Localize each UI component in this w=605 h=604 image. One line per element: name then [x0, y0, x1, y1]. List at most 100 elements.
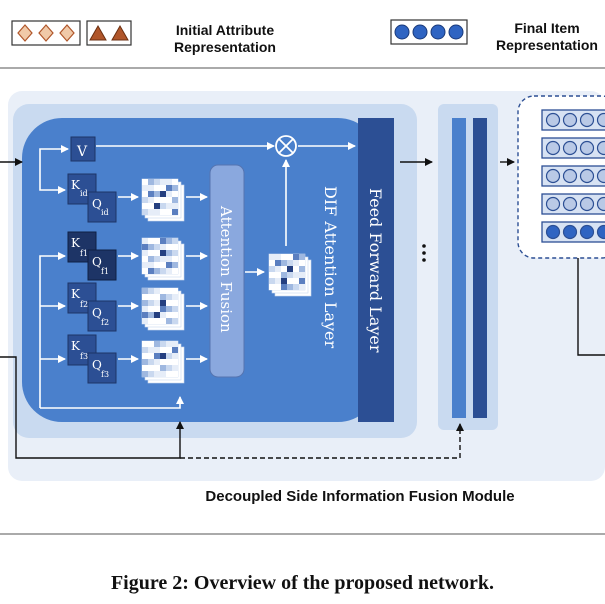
attention-map-cell	[160, 294, 166, 300]
attention-map-cell	[172, 365, 178, 371]
attention-map-cell	[142, 209, 148, 215]
attention-map-cell	[172, 185, 178, 191]
side-input-bottom-line	[40, 396, 184, 409]
attention-map-cell	[160, 238, 166, 244]
attention-map-cell	[172, 191, 178, 197]
ellipsis-dot	[422, 258, 426, 262]
attention-map-cell	[142, 353, 148, 359]
attention-map-cell	[148, 347, 154, 353]
attention-map-cell	[154, 371, 160, 377]
attention-map-cell	[166, 209, 172, 215]
attention-map-cell	[172, 341, 178, 347]
attention-map-cell	[148, 262, 154, 268]
attention-map-cell	[148, 197, 154, 203]
attention-map-cell	[293, 278, 299, 284]
attention-map-cell	[172, 238, 178, 244]
final-item-circle	[596, 140, 605, 156]
q-id-label: Q	[92, 197, 102, 211]
q-id-box	[87, 191, 117, 223]
attention-map-cell	[148, 318, 154, 324]
attention-map-cell	[154, 179, 160, 185]
attention-map-cell	[269, 260, 275, 266]
attention-map-cell	[172, 268, 178, 274]
attention-map-cell	[160, 359, 166, 365]
attention-map-cell	[287, 260, 293, 266]
legend-final-label: Final Item Representation	[496, 20, 598, 53]
attention-map-cell	[142, 250, 148, 256]
attention-map-cell	[166, 244, 172, 250]
final-item-circle	[545, 112, 561, 128]
q-f1-sub: f1	[101, 267, 109, 276]
attention-map-cell	[160, 209, 166, 215]
final-item-circle	[579, 196, 595, 212]
attention-map-cell	[148, 371, 154, 377]
attention-map-cell	[172, 294, 178, 300]
k-f1-sub: f1	[80, 249, 88, 258]
side-info-to-layers-line	[180, 423, 464, 459]
attention-map-cell	[154, 185, 160, 191]
attention-map-cell	[281, 254, 287, 260]
attention-map-cell	[148, 312, 154, 318]
attention-map-cell	[148, 250, 154, 256]
attention-map-cell	[148, 288, 154, 294]
attention-map-cell	[160, 256, 166, 262]
attention-map-cell	[154, 203, 160, 209]
figure-caption: Figure 2: Overview of the proposed netwo…	[110, 572, 495, 594]
input-to-kid-arrow	[39, 162, 66, 194]
attention-map-cell	[142, 268, 148, 274]
attention-map-cell	[166, 347, 172, 353]
attention-map-cell	[148, 365, 154, 371]
attention-map-cell	[275, 260, 281, 266]
attention-map-cell	[142, 371, 148, 377]
attention-map-cell	[281, 266, 287, 272]
final-item-circle	[562, 112, 578, 128]
attention-map-cell	[154, 244, 160, 250]
legend-initial-icons	[11, 19, 468, 46]
k-f3-label: K	[71, 339, 81, 353]
attention-map-cell	[287, 254, 293, 260]
attention-map-cell	[166, 179, 172, 185]
attention-map-cell	[160, 185, 166, 191]
final-item-circle	[596, 196, 605, 212]
attention-map-cell	[299, 260, 305, 266]
module-title: Decoupled Side Information Fusion Module	[205, 488, 515, 505]
triangle-icon	[111, 24, 129, 41]
final-item-circle	[596, 168, 605, 184]
q-f3-box	[87, 352, 117, 384]
attention-map-cell	[154, 353, 160, 359]
attention-map-cell	[148, 294, 154, 300]
k-f3-sub: f3	[80, 352, 88, 361]
attention-map-cell	[269, 266, 275, 272]
attention-map-cell	[166, 256, 172, 262]
attention-map-cell	[166, 359, 172, 365]
attention-map-cell	[142, 203, 148, 209]
final-item-circle	[562, 140, 578, 156]
attention-map-cell	[269, 284, 275, 290]
circle-icon	[430, 24, 446, 40]
attention-map-cell	[172, 256, 178, 262]
layer-bar-light	[452, 118, 466, 418]
attention-map-cell	[148, 300, 154, 306]
q-f3-label: Q	[92, 358, 102, 372]
attention-map-cell	[269, 254, 275, 260]
attention-map-cell	[275, 278, 281, 284]
v-label: V	[76, 144, 88, 160]
attention-map-cell	[166, 371, 172, 377]
attention-map-cell	[148, 306, 154, 312]
attention-map-cell	[172, 306, 178, 312]
attention-map-cell	[269, 272, 275, 278]
attention-map-cell	[281, 278, 287, 284]
attention-map-cell	[166, 197, 172, 203]
attention-map-cell	[160, 250, 166, 256]
attention-maps	[141, 178, 312, 384]
side-info-input-line	[0, 356, 184, 459]
attention-map-cell	[148, 238, 154, 244]
attention-map-cell	[172, 300, 178, 306]
attention-map-cell	[148, 268, 154, 274]
attention-map-cell	[154, 347, 160, 353]
q-f1-label: Q	[92, 255, 102, 269]
attention-map-cell	[142, 256, 148, 262]
network-diagram: V K id Q id K f1 Q f1 K f2 Q f2 K f3 Q f…	[0, 67, 605, 535]
attention-map-cell	[166, 294, 172, 300]
final-item-circle	[579, 112, 595, 128]
